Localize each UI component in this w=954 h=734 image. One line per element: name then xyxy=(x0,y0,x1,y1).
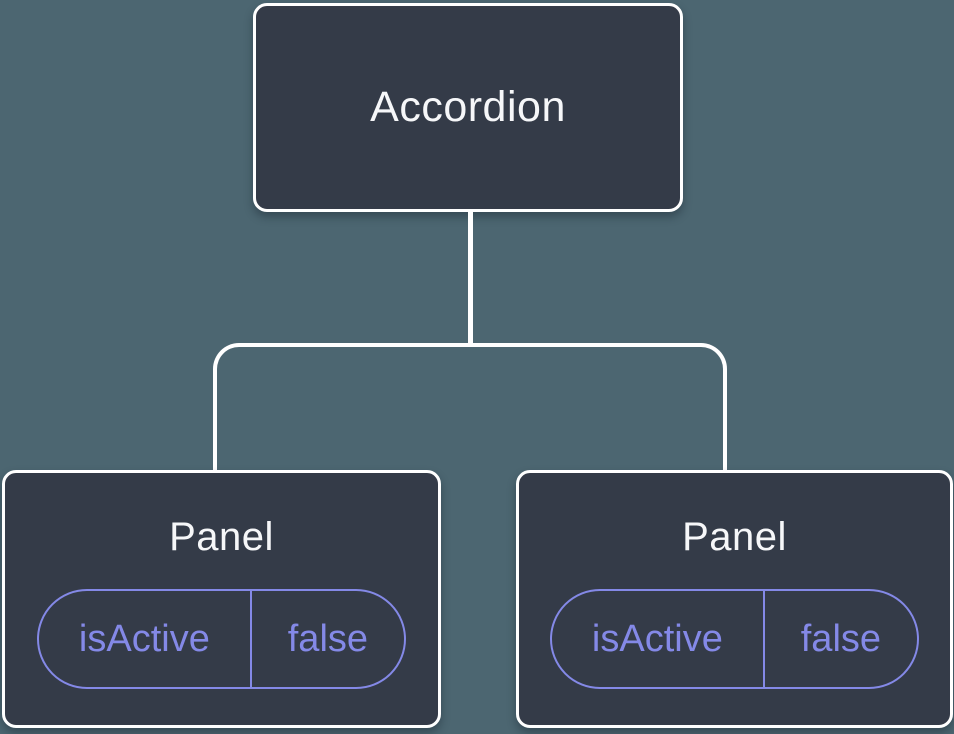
panel-node-label: Panel xyxy=(169,515,274,559)
accordion-node-label: Accordion xyxy=(370,83,566,131)
connector-bracket xyxy=(213,343,727,470)
panel-node-right: Panel isActive false xyxy=(516,470,953,728)
state-value: false xyxy=(800,617,882,660)
state-value: false xyxy=(287,617,369,660)
panel-node-label: Panel xyxy=(682,515,787,559)
accordion-node: Accordion xyxy=(253,3,683,212)
state-pill: isActive false xyxy=(37,589,406,689)
state-key: isActive xyxy=(552,591,765,687)
panel-node-left: Panel isActive false xyxy=(2,470,441,728)
state-pill: isActive false xyxy=(550,589,919,689)
connector-stem xyxy=(468,211,473,345)
state-key: isActive xyxy=(39,591,252,687)
